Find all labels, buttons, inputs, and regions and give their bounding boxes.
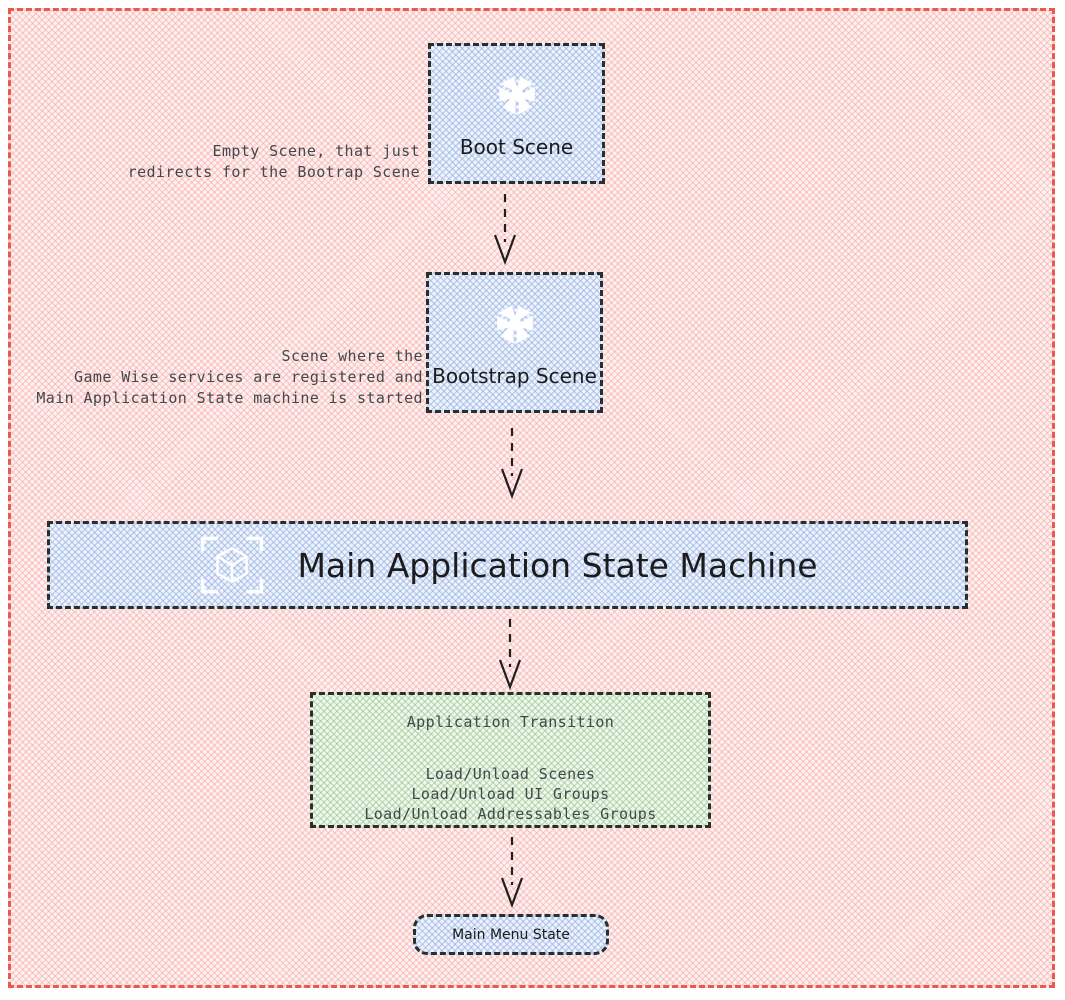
flow-arrow — [495, 617, 525, 691]
transition-lines: Load/Unload Scenes Load/Unload UI Groups… — [364, 764, 656, 824]
note-line: redirects for the Bootrap Scene — [127, 163, 420, 181]
note-line: Empty Scene, that just — [212, 142, 420, 160]
flow-arrow — [497, 835, 527, 909]
transition-line: Load/Unload UI Groups — [411, 785, 610, 803]
bootstrap-scene-note: Scene where the Game Wise services are r… — [30, 346, 423, 409]
flow-arrow — [490, 192, 520, 266]
transition-title: Application Transition — [406, 713, 615, 731]
node-main-menu-state: Main Menu State — [413, 914, 609, 955]
note-line: Scene where the — [281, 347, 423, 365]
boot-scene-note: Empty Scene, that just redirects for the… — [120, 141, 420, 183]
node-label: Main Menu State — [452, 926, 570, 943]
node-application-transition: Application Transition Load/Unload Scene… — [310, 692, 711, 828]
unity-icon — [489, 68, 544, 122]
node-boot-scene: Boot Scene — [428, 43, 605, 184]
node-label: Main Application State Machine — [297, 545, 818, 585]
note-line: Main Application State machine is starte… — [36, 389, 423, 407]
note-line: Game Wise services are registered and — [74, 368, 423, 386]
transition-line: Load/Unload Scenes — [425, 765, 596, 783]
unity-icon — [487, 297, 542, 351]
node-label: Bootstrap Scene — [432, 364, 597, 388]
cube-scan-icon — [197, 530, 267, 600]
node-bootstrap-scene: Bootstrap Scene — [426, 272, 603, 413]
transition-line: Load/Unload Addressables Groups — [364, 805, 657, 823]
node-label: Boot Scene — [459, 135, 574, 159]
flow-arrow — [497, 426, 527, 500]
node-main-state-machine: Main Application State Machine — [47, 521, 968, 609]
